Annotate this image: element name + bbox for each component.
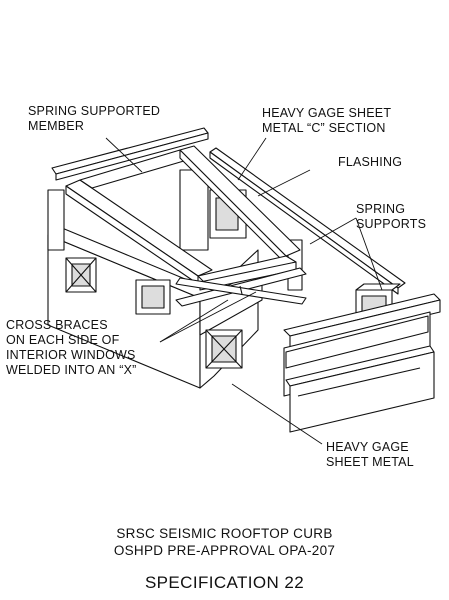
label-flashing: FLASHING	[338, 155, 402, 170]
label-spring-supported-member: SPRING SUPPORTED MEMBER	[28, 104, 160, 134]
label-spring-supports: SPRING SUPPORTS	[356, 202, 426, 232]
label-line: METAL “C” SECTION	[262, 121, 386, 135]
flashing-part	[209, 147, 406, 295]
label-cross-braces: CROSS BRACES ON EACH SIDE OF INTERIOR WI…	[6, 318, 136, 378]
label-line: SPRING	[356, 202, 406, 216]
corner-posts	[47, 169, 303, 291]
label-line: HEAVY GAGE	[326, 440, 409, 454]
label-line: SPRING SUPPORTED	[28, 104, 161, 118]
leader-lines	[105, 137, 383, 445]
label-line: HEAVY GAGE SHEET	[262, 106, 392, 120]
label-line: INTERIOR WINDOWS	[6, 348, 136, 362]
caption-product-name: SRSC SEISMIC ROOFTOP CURB	[116, 526, 333, 541]
cross-braces-part	[175, 267, 307, 307]
caption-approval: OSHPD PRE-APPROVAL OPA-207	[113, 543, 336, 558]
label-line: CROSS BRACES	[6, 318, 108, 332]
label-line: SUPPORTS	[356, 217, 427, 231]
caption-specification: SPECIFICATION 22	[144, 573, 305, 592]
spring-supported-member-part	[51, 127, 209, 181]
label-heavy-gage-c-section: HEAVY GAGE SHEET METAL “C” SECTION	[262, 106, 391, 136]
label-line: SHEET METAL	[326, 455, 414, 469]
label-line: WELDED INTO AN “X”	[6, 363, 137, 377]
label-line: FLASHING	[338, 155, 403, 169]
heavy-gage-sheet-metal-part	[285, 345, 435, 433]
label-line: ON EACH SIDE OF	[6, 333, 120, 347]
label-line: MEMBER	[28, 119, 85, 133]
label-heavy-gage-sheet-metal: HEAVY GAGE SHEET METAL	[326, 440, 414, 470]
